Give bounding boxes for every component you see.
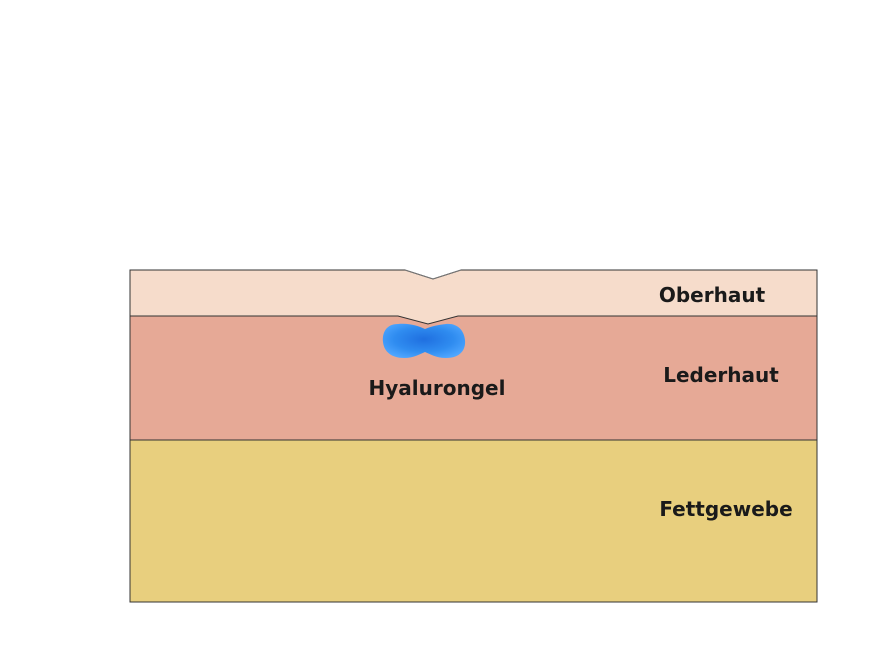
epidermis-label: Oberhaut	[659, 283, 766, 307]
dermis-label: Lederhaut	[663, 363, 779, 387]
fat-layer	[129, 439, 818, 603]
fat-label: Fettgewebe	[659, 497, 792, 521]
gel-label: Hyalurongel	[369, 376, 506, 400]
wrinkle-crease	[404, 269, 462, 280]
hyaluron-gel-blob	[382, 323, 466, 358]
dermis-layer	[129, 315, 818, 441]
